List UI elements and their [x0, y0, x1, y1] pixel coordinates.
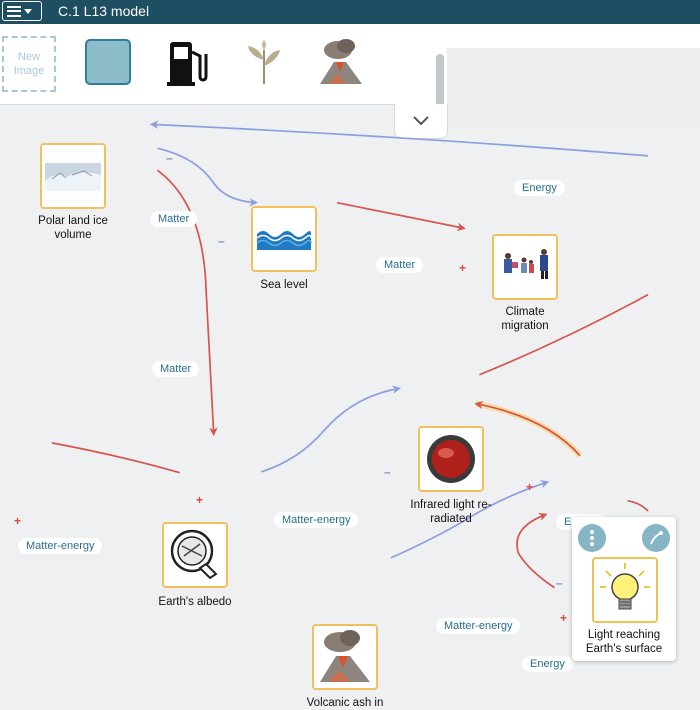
plant-icon[interactable] — [240, 38, 290, 90]
node-earths-albedo[interactable] — [162, 522, 228, 588]
link-polar-sea[interactable] — [157, 147, 259, 207]
mirror-icon — [170, 529, 218, 580]
link-sea-climate[interactable] — [337, 201, 466, 232]
node-volcanic-ash[interactable] — [312, 624, 378, 690]
volcano-icon — [320, 630, 370, 682]
plus-sign: + — [526, 480, 534, 494]
link-bottom-energy[interactable] — [516, 512, 555, 589]
link-label-energy[interactable]: Energy — [522, 656, 573, 672]
plus-sign: + — [196, 493, 204, 507]
minus-sign: – — [384, 465, 391, 479]
palette-side-panel — [447, 48, 700, 128]
image-palette: New Image — [0, 24, 700, 128]
top-bar: C.1 L13 model — [0, 0, 700, 24]
link-light-infrared[interactable] — [474, 400, 581, 457]
plus-sign: + — [560, 611, 568, 625]
node-polar-land-ice[interactable] — [40, 143, 106, 209]
red-button-icon — [427, 435, 475, 483]
link-left-albedo[interactable] — [51, 442, 180, 474]
people-walking-icon — [504, 249, 548, 279]
palette-scrollbar[interactable] — [436, 54, 444, 124]
node-infrared-light[interactable] — [418, 426, 484, 492]
link-volcanic-light[interactable] — [390, 480, 550, 559]
curve-link-icon — [650, 531, 663, 545]
node-label: Volcanic ash in — [306, 697, 384, 709]
plus-sign: + — [14, 514, 22, 528]
waves-icon — [256, 231, 312, 250]
fuel-pump-icon[interactable] — [164, 38, 214, 90]
lightbulb-icon — [600, 563, 650, 610]
chevron-down-icon — [413, 116, 429, 126]
plus-sign: + — [459, 261, 467, 275]
link-energy-top[interactable] — [149, 120, 649, 157]
node-label: Earth's albedo — [158, 596, 232, 608]
minus-sign: – — [556, 576, 563, 590]
node-label: Infrared light re-radiated — [410, 499, 492, 525]
ice-landscape-icon — [45, 163, 101, 191]
link-label-matter[interactable]: Matter — [150, 211, 198, 227]
blank-box-icon[interactable] — [84, 38, 134, 90]
link-polar-albedo[interactable] — [157, 169, 218, 437]
link-label-matter[interactable]: Matter — [376, 257, 424, 273]
link-label-matter-energy[interactable]: Matter-energy — [274, 512, 359, 528]
volcano-icon[interactable] — [316, 38, 366, 90]
chevron-down-icon — [24, 8, 32, 14]
minus-sign: – — [218, 234, 225, 248]
node-light-reaching-earth[interactable] — [592, 557, 658, 623]
hamburger-icon — [7, 5, 21, 17]
link-infrared-right[interactable] — [479, 293, 649, 376]
vertical-dots-icon — [590, 530, 594, 546]
node-label: Sea level — [260, 279, 308, 291]
link-albedo-infrared[interactable] — [261, 385, 402, 473]
more-options-button[interactable] — [578, 524, 606, 552]
minus-sign: – — [166, 151, 173, 165]
new-image-button[interactable]: New Image — [2, 36, 56, 92]
link-label-matter[interactable]: Matter — [152, 361, 200, 377]
link-label-matter-energy[interactable]: Matter-energy — [436, 618, 521, 634]
menu-button[interactable] — [2, 1, 42, 21]
link-label-energy[interactable]: Energy — [514, 180, 565, 196]
link-label-matter-energy[interactable]: Matter-energy — [18, 538, 103, 554]
node-sea-level[interactable] — [251, 206, 317, 272]
node-climate-migration[interactable] — [492, 234, 558, 300]
link-tool-button[interactable] — [642, 524, 670, 552]
page-title: C.1 L13 model — [58, 3, 150, 19]
